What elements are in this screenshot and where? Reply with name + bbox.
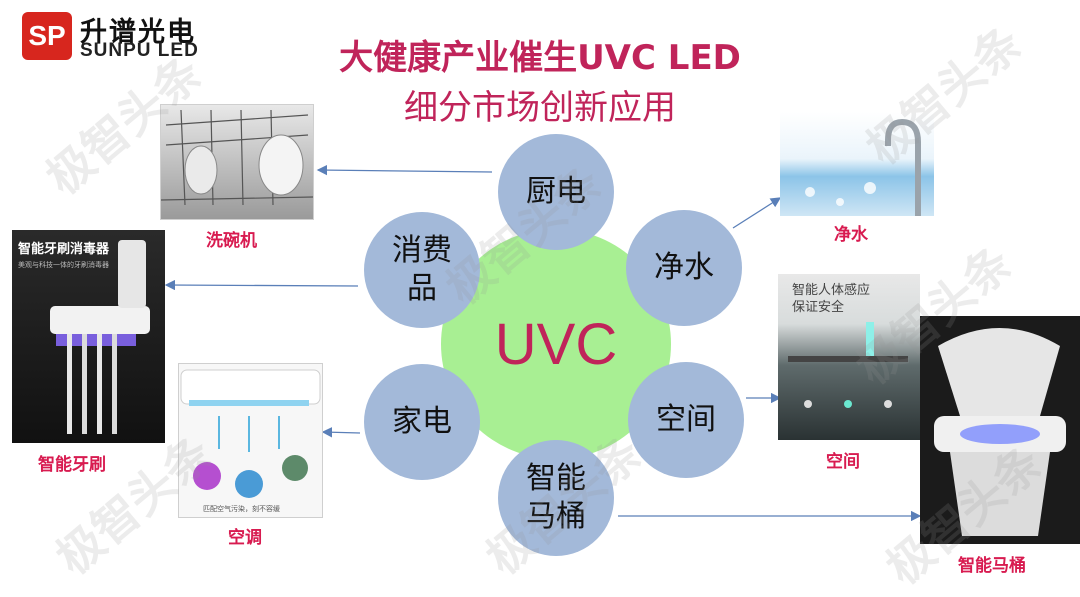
water-faucet-image [780, 112, 934, 216]
aircon-image-text: 匹配空气污染，刻不容缓 [203, 505, 280, 513]
aircon-image: 匹配空气污染，刻不容缓 [178, 363, 323, 518]
toothbrush-image-title: 智能牙刷消毒器 [18, 242, 110, 257]
node-kitchen-label: 厨电 [526, 174, 586, 209]
node-water: 净水 [626, 210, 742, 326]
arrow-appliance-aircon [321, 427, 361, 438]
node-toilet: 智能 马桶 [498, 440, 614, 556]
node-consumer-label: 消费 品 [392, 233, 452, 306]
caption-water: 净水 [834, 225, 868, 245]
caption-toothbrush: 智能牙刷 [38, 455, 106, 475]
faucet-icon [805, 118, 921, 216]
space-room-image: 智能人体感应 保证安全 [778, 274, 920, 440]
aircon-unit-icon [180, 369, 321, 498]
node-appliance-label: 家电 [392, 404, 452, 439]
caption-space: 空间 [826, 452, 860, 472]
page-title-line1: 大健康产业催生UVC LED [339, 38, 741, 78]
uv-lamp-room-icon [788, 322, 908, 408]
logo-chinese-text: 升谱光电 [80, 17, 196, 48]
arrow-consumer-toothbrush [164, 279, 359, 291]
dishwasher-rack-icon [161, 109, 313, 206]
toothbrush-holder-icon [50, 240, 150, 434]
node-space: 空间 [628, 362, 744, 478]
smart-toilet-image [920, 316, 1080, 544]
node-water-label: 净水 [654, 250, 714, 285]
toothbrush-image-subtitle: 美观与科技一体的牙刷消毒器 [18, 261, 109, 269]
toilet-icon [934, 328, 1066, 536]
space-image-subtitle: 保证安全 [792, 300, 845, 315]
node-space-label: 空间 [656, 402, 716, 437]
node-consumer: 消费 品 [364, 212, 480, 328]
toothbrush-sterilizer-image: 智能牙刷消毒器 美观与科技一体的牙刷消毒器 [12, 230, 165, 443]
page-title-line2: 细分市场创新应用 [404, 88, 676, 128]
dishwasher-image [160, 104, 314, 220]
caption-toilet: 智能马桶 [958, 556, 1026, 576]
node-appliance: 家电 [364, 364, 480, 480]
node-kitchen: 厨电 [498, 134, 614, 250]
space-image-title: 智能人体感应 [792, 283, 871, 298]
arrow-water-faucet [732, 197, 782, 229]
node-toilet-label: 智能 马桶 [526, 461, 586, 534]
connector-arrows [164, 164, 922, 522]
sunpu-logo-icon: SP [22, 12, 72, 60]
arrow-kitchen-dishwasher [316, 164, 493, 176]
caption-aircon: 空调 [228, 528, 262, 548]
logo-english-text: SUNPU LED [80, 40, 199, 61]
uvc-label: UVC [494, 311, 618, 377]
caption-dishwasher: 洗碗机 [206, 231, 257, 251]
